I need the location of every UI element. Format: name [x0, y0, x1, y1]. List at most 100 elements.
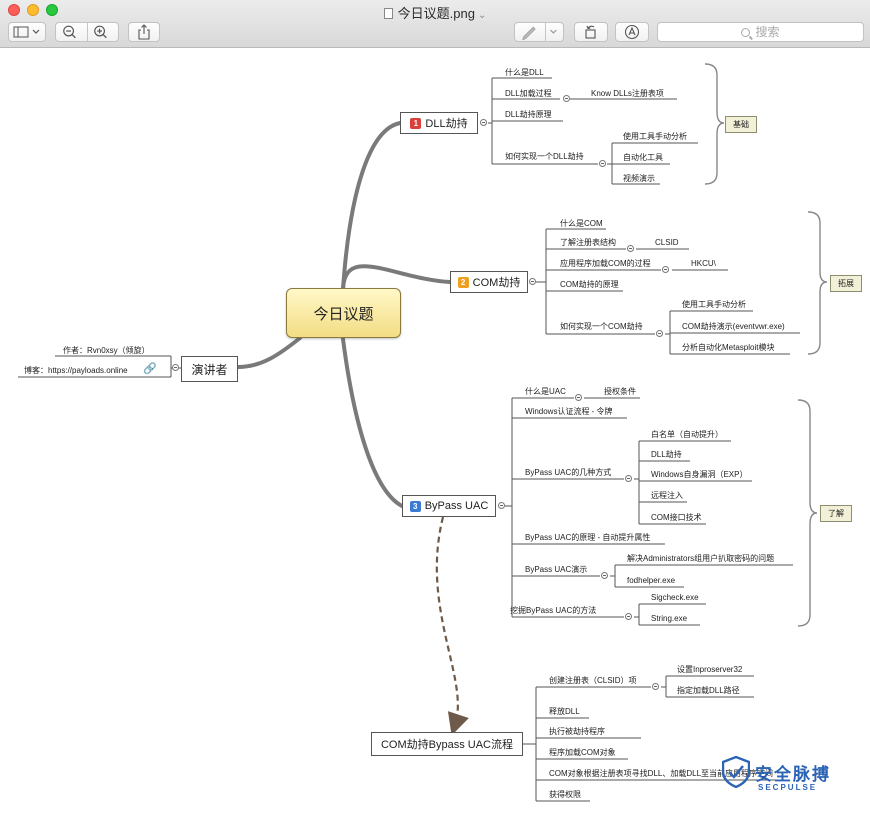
- uac-demo: ByPass UAC演示: [525, 565, 588, 574]
- collapse-toggle[interactable]: [563, 95, 570, 102]
- uac-com: COM接口技术: [651, 513, 702, 522]
- minimize-window-button[interactable]: [27, 4, 39, 16]
- com-appload: 应用程序加载COM的过程: [560, 259, 651, 268]
- uac-principle: ByPass UAC的原理 - 自动提升属性: [525, 533, 651, 542]
- collapse-toggle[interactable]: [529, 278, 536, 285]
- collapse-toggle[interactable]: [627, 245, 634, 252]
- dll-load: DLL加载过程: [505, 89, 552, 98]
- topic-dll-hijack-label: DLL劫持: [425, 118, 468, 130]
- dll-manual: 使用工具手动分析: [623, 132, 687, 141]
- uac-auth: Windows认证流程 - 令牌: [525, 407, 613, 416]
- flow-exec: 执行被劫持程序: [549, 727, 605, 736]
- markup-button[interactable]: [514, 22, 564, 42]
- markup-pen-icon: [522, 26, 536, 40]
- collapse-toggle[interactable]: [498, 502, 505, 509]
- com-hkcu: HKCU\: [691, 259, 716, 268]
- collapse-toggle[interactable]: [652, 683, 659, 690]
- tag-extend[interactable]: 拓展: [830, 275, 862, 292]
- flow-path: 指定加载DLL路径: [677, 686, 740, 695]
- com-clsid: CLSID: [655, 238, 679, 247]
- dll-principle: DLL劫持原理: [505, 110, 552, 119]
- presenter-author: 作者：Rvn0xsy（倾旋）: [63, 346, 150, 355]
- zoom-out-icon[interactable]: [63, 25, 76, 39]
- rotate-button[interactable]: [574, 22, 608, 42]
- topic-com-hijack-label: COM劫持: [472, 277, 521, 289]
- uac-sigcheck: Sigcheck.exe: [651, 593, 699, 602]
- uac-dll: DLL劫持: [651, 450, 682, 459]
- uac-dig: 挖掘ByPass UAC的方法: [510, 606, 597, 615]
- search-placeholder: 搜索: [755, 25, 780, 39]
- presenter-blog: 博客：https://payloads.online: [24, 366, 128, 375]
- collapse-toggle[interactable]: [599, 160, 606, 167]
- topic-com-bypass-flow[interactable]: COM劫持Bypass UAC流程: [371, 732, 523, 756]
- com-howto: 如何实现一个COM劫持: [560, 322, 643, 331]
- priority-3-icon: 3: [409, 500, 421, 512]
- com-demo: COM劫持演示(eventvwr.exe): [682, 322, 785, 331]
- collapse-toggle[interactable]: [172, 364, 179, 371]
- dll-known: Know DLLs注册表项: [591, 89, 664, 98]
- collapse-toggle[interactable]: [601, 572, 608, 579]
- flow-gain: 获得权限: [549, 790, 581, 799]
- chevron-down-icon: [550, 29, 557, 34]
- uac-admin: 解决Administrators组用户扒取密码的问题: [627, 554, 775, 563]
- dll-video: 视频演示: [623, 174, 655, 183]
- collapse-toggle[interactable]: [480, 119, 487, 126]
- link-icon[interactable]: 🔗: [143, 363, 157, 375]
- zoom-buttons: [55, 22, 119, 42]
- document-icon: [383, 8, 393, 19]
- collapse-toggle[interactable]: [625, 475, 632, 482]
- uac-cond: 授权条件: [604, 387, 636, 396]
- uac-what: 什么是UAC: [525, 387, 566, 396]
- mindmap-canvas: 今日议题 演讲者 作者：Rvn0xsy（倾旋） 博客：https://paylo…: [0, 49, 870, 813]
- sidebar-toggle-button[interactable]: [8, 22, 46, 42]
- dll-auto: 自动化工具: [623, 153, 663, 162]
- com-principle: COM劫持的原理: [560, 280, 619, 289]
- uac-whitelist: 白名单（自动提升）: [651, 430, 723, 439]
- flow-inproc: 设置Inproserver32: [677, 665, 743, 674]
- title-chevron-icon: ⌄: [477, 10, 487, 21]
- topic-bypass-uac-label: ByPass UAC: [424, 500, 489, 512]
- title-bar: 今日议题.png⌄: [0, 0, 870, 48]
- central-topic[interactable]: 今日议题: [286, 288, 401, 338]
- zoom-in-icon[interactable]: [94, 25, 107, 39]
- com-manual: 使用工具手动分析: [682, 300, 746, 309]
- watermark-brand: 安全脉搏: [755, 765, 831, 784]
- annotate-button[interactable]: [615, 22, 649, 42]
- collapse-toggle[interactable]: [656, 330, 663, 337]
- uac-fodhelper: fodhelper.exe: [627, 576, 676, 585]
- sidebar-icon: [13, 26, 40, 38]
- window-title[interactable]: 今日议题.png⌄: [0, 3, 870, 22]
- shield-logo-icon: [722, 756, 750, 788]
- collapse-toggle[interactable]: [662, 266, 669, 273]
- uac-inject: 远程注入: [651, 491, 683, 500]
- com-msf: 分析自动化Metasploit模块: [682, 343, 775, 352]
- window-title-text: 今日议题.png: [397, 6, 475, 21]
- priority-1-icon: 1: [410, 117, 422, 129]
- secpulse-watermark: 安全脉搏 SECPULSE: [722, 756, 868, 812]
- presenter-node[interactable]: 演讲者: [181, 356, 238, 382]
- tag-basic[interactable]: 基础: [725, 116, 757, 133]
- dll-what: 什么是DLL: [505, 68, 544, 77]
- close-window-button[interactable]: [8, 4, 20, 16]
- com-what: 什么是COM: [560, 219, 603, 228]
- com-reg: 了解注册表结构: [560, 238, 616, 247]
- priority-2-icon: 2: [457, 276, 469, 288]
- flow-find: COM对象根据注册表项寻找DLL、加载DLL至当前应用程序空间: [549, 769, 774, 778]
- tag-understand[interactable]: 了解: [820, 505, 852, 522]
- search-field[interactable]: 搜索: [657, 22, 864, 42]
- flow-create: 创建注册表（CLSID）项: [549, 676, 637, 685]
- uac-ways: ByPass UAC的几种方式: [525, 468, 612, 477]
- share-icon: [138, 24, 150, 40]
- flow-release: 释放DLL: [549, 707, 580, 716]
- mindmap-connectors: [18, 63, 828, 802]
- collapse-toggle[interactable]: [625, 613, 632, 620]
- share-button[interactable]: [128, 22, 160, 42]
- flow-load: 程序加载COM对象: [549, 748, 616, 757]
- zoom-window-button[interactable]: [46, 4, 58, 16]
- collapse-toggle[interactable]: [575, 394, 582, 401]
- search-icon: [741, 28, 751, 37]
